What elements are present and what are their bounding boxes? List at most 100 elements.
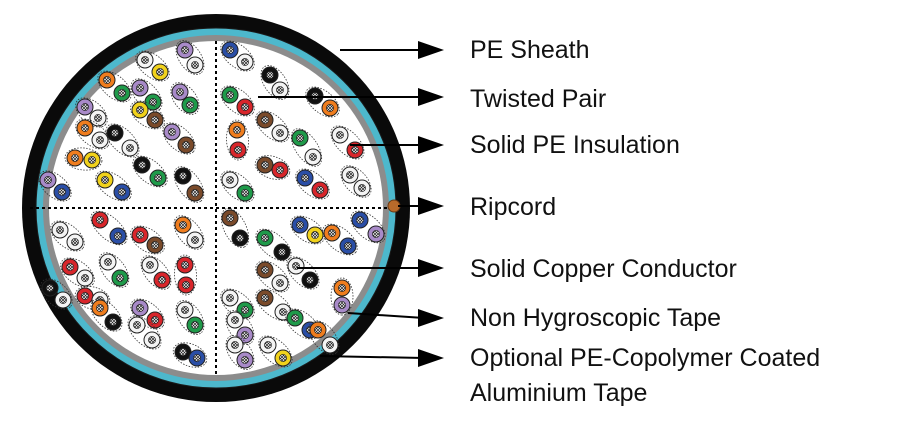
pair-outline [175,40,205,75]
copper-conductor [114,232,122,240]
pair-outline [220,40,255,72]
twisted-pair [130,78,163,112]
leader-twisted-pair [258,88,444,106]
copper-conductor [241,356,249,364]
copper-conductor [109,318,117,326]
copper-conductor [156,68,164,76]
copper-conductor [276,129,284,137]
twisted-pair [127,315,162,350]
twisted-pair [38,170,72,202]
copper-conductor [296,221,304,229]
copper-conductor [103,76,111,84]
pair-outline [173,215,205,250]
copper-conductor [278,248,286,256]
copper-conductor [81,274,89,282]
copper-conductor [58,188,66,196]
copper-conductor [81,124,89,132]
pair-outline [75,97,108,128]
copper-conductor [44,176,52,184]
arrow-head-icon [418,309,444,327]
pair-outline [350,210,386,244]
pair-outline [170,82,200,115]
twisted-pair [132,155,168,188]
copper-conductor [179,221,187,229]
copper-conductor [226,176,234,184]
pair-outline [330,125,365,160]
copper-conductor [46,284,54,292]
pair-outline [38,170,72,202]
copper-conductor [111,129,119,137]
callout-leaders [258,41,444,367]
copper-conductor [104,258,112,266]
copper-conductor [261,161,269,169]
copper-conductor [234,146,242,154]
pair-outline [255,260,290,293]
copper-conductor [241,58,249,66]
leader-solid-pe-insulation [350,136,444,154]
pair-outline [97,70,132,103]
pair-outline [90,298,123,332]
cable-body [22,14,410,402]
pair-outline [226,119,249,161]
copper-conductor [138,161,146,169]
leader-solid-copper-conductor [297,259,444,277]
copper-conductor [151,316,159,324]
twisted-pair [225,335,255,370]
twisted-pair [40,278,73,310]
arrow-head-icon [418,88,444,106]
copper-conductor [344,242,352,250]
copper-conductor [326,104,334,112]
twisted-pair [130,100,165,130]
pair-outline [174,254,197,296]
arrow-head-icon [418,349,444,367]
copper-conductor [351,146,359,154]
copper-conductor [182,281,190,289]
pair-outline [322,223,358,256]
twisted-pair [255,260,290,293]
copper-conductor [136,231,144,239]
copper-conductor [276,279,284,287]
copper-conductor [181,261,189,269]
copper-conductor [136,84,144,92]
copper-conductor [231,316,239,324]
pair-outline [127,315,162,350]
copper-conductor [306,276,314,284]
copper-conductor [94,114,102,122]
twisted-pair [75,118,110,150]
copper-conductor [261,266,269,274]
copper-conductor [266,71,274,79]
twisted-pair [105,123,140,158]
twisted-pair [258,335,293,368]
pair-outline [98,252,130,288]
pair-outline [90,210,128,246]
twisted-pair [175,40,205,75]
twisted-pair [255,110,290,143]
copper-conductor [59,296,67,304]
copper-conductor [241,189,249,197]
copper-conductor [261,294,269,302]
copper-conductor [193,354,201,362]
leader-line [319,355,425,359]
copper-conductor [96,216,104,224]
copper-conductor [141,56,149,64]
pair-outline [50,220,85,252]
pair-outline [330,277,354,316]
copper-conductor [191,321,199,329]
copper-conductor [261,116,269,124]
pair-outline [64,147,103,171]
pair-outline [135,50,170,82]
twisted-pair [220,170,255,203]
pair-outline [254,155,291,180]
twisted-pair [260,65,290,100]
copper-conductor [88,156,96,164]
copper-conductor [158,276,166,284]
copper-conductor [71,238,79,246]
label-non-hygroscopic-tape: Non Hygroscopic Tape [470,304,722,332]
copper-conductor [182,141,190,149]
copper-conductor [191,189,199,197]
copper-conductor [81,103,89,111]
pair-outline [140,255,172,290]
twisted-pair [172,342,208,368]
copper-conductor [311,231,319,239]
twisted-pair [220,208,250,248]
